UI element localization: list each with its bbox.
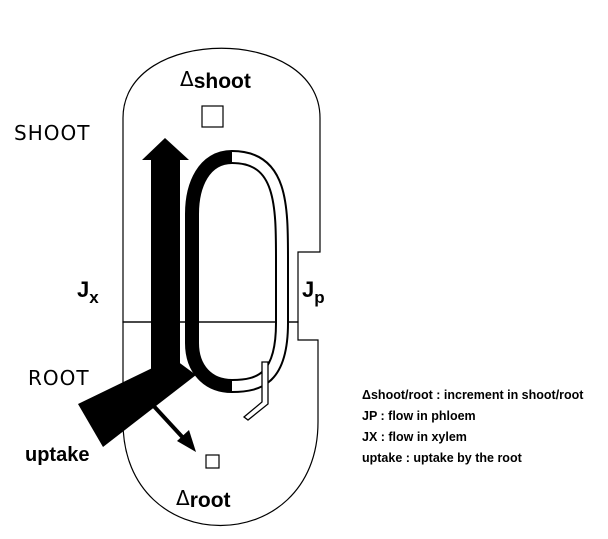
jx-main: J [77, 277, 89, 302]
phloem-arrow [242, 361, 269, 421]
delta-root-label: Δroot [176, 486, 231, 512]
root-pool-square [205, 454, 220, 469]
jp-sub: p [314, 288, 324, 307]
xylem-arrow-head [142, 138, 189, 160]
root-delivery-line [148, 400, 188, 443]
uptake-branch [78, 358, 196, 447]
delta-root-word: root [190, 489, 231, 512]
legend-line: uptake : uptake by the root [362, 451, 523, 465]
delta-shoot-label: Δshoot [180, 67, 251, 93]
xylem-trunk [151, 160, 180, 382]
shoot-label: SHOOT [14, 121, 90, 145]
root-delivery-arrowhead [177, 430, 196, 452]
legend-line: JX : flow in xylem [362, 430, 467, 444]
delta-shoot-symbol: Δ [180, 67, 194, 91]
delta-root-symbol: Δ [176, 486, 190, 510]
root-compartment-outline [122, 321, 319, 527]
legend-line: Δshoot/root : increment in shoot/root [362, 388, 584, 402]
legend-line: JP : flow in phloem [362, 409, 476, 423]
phloem-loop-fill [231, 152, 287, 391]
jp-main: J [302, 277, 314, 302]
xylem-ring [185, 150, 233, 393]
jp-label: Jp [302, 277, 325, 307]
shoot-compartment-outline [122, 47, 321, 323]
legend: Δshoot/root : increment in shoot/root JP… [362, 388, 584, 465]
uptake-label: uptake [25, 444, 89, 466]
jx-label: Jx [77, 277, 99, 307]
shoot-pool-square [201, 105, 224, 128]
delta-shoot-word: shoot [194, 70, 251, 93]
jx-sub: x [89, 288, 99, 307]
root-label: ROOT [28, 366, 90, 390]
